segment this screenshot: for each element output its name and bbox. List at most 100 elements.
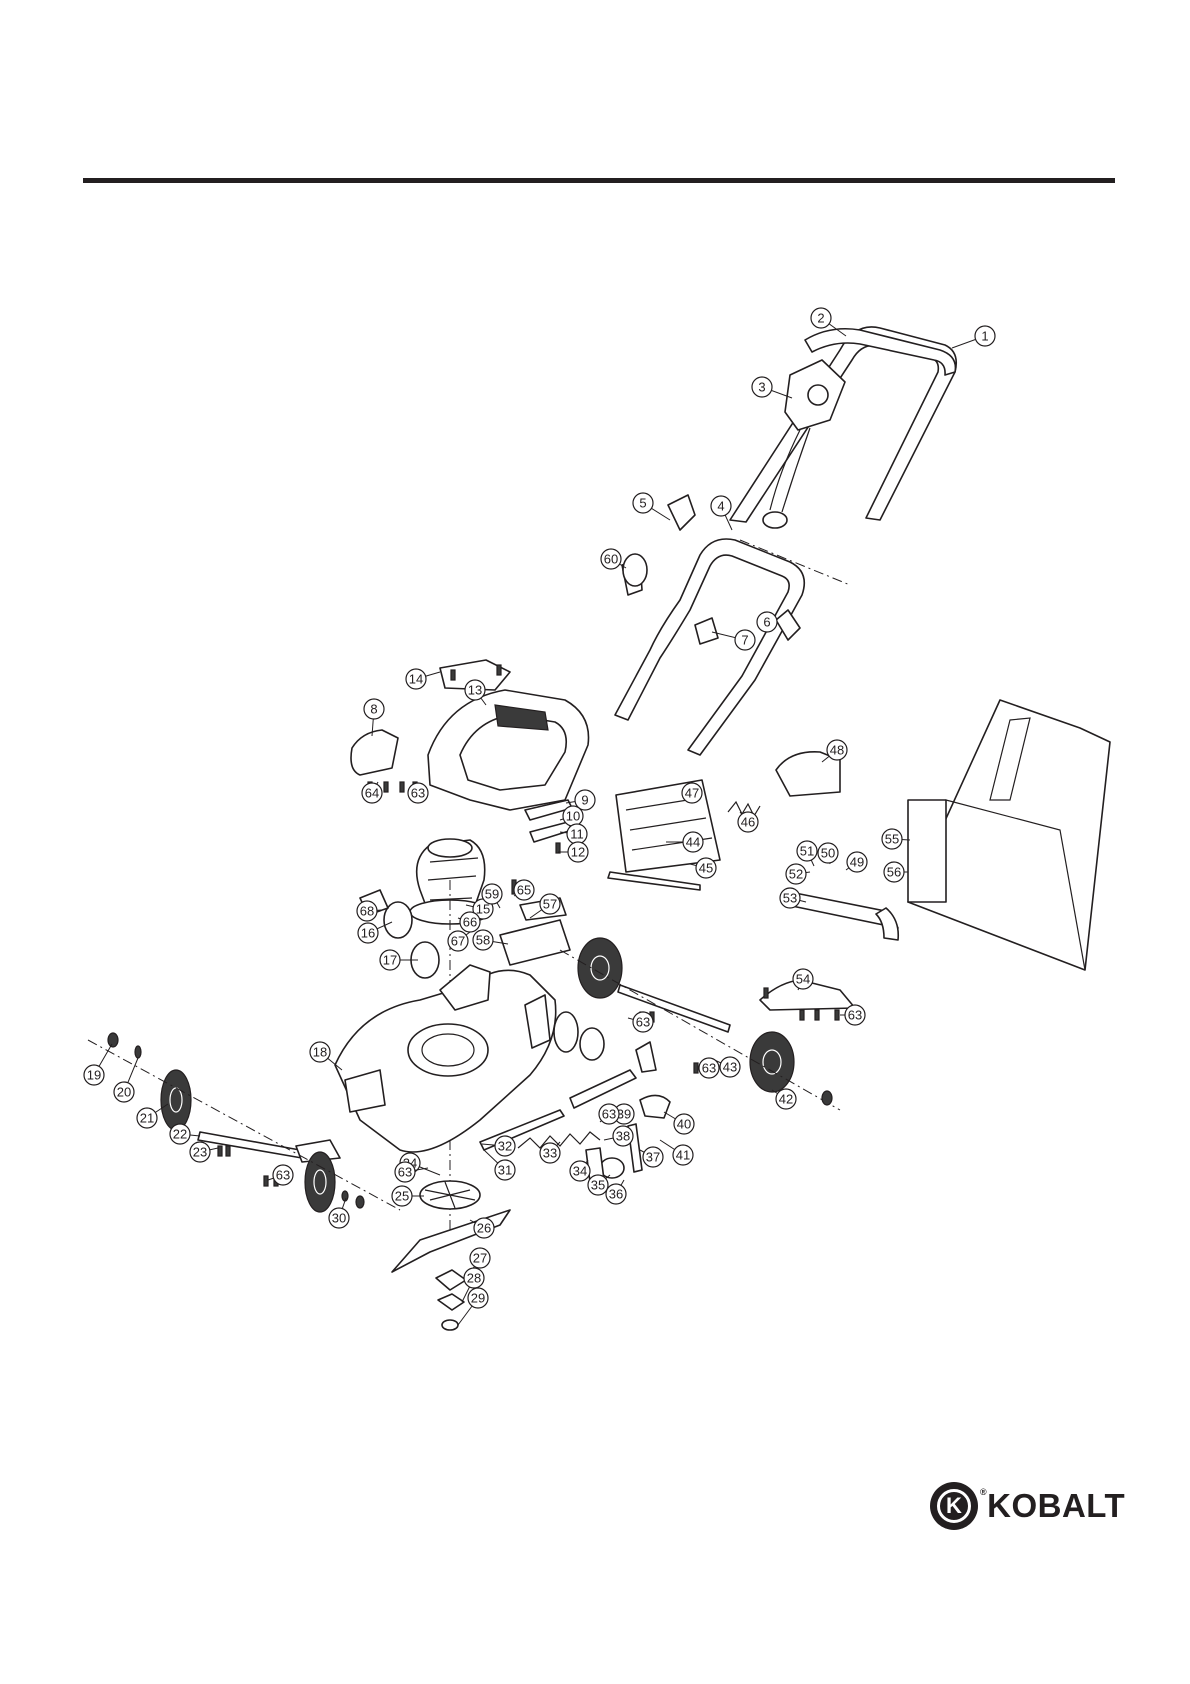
callout-14: 14: [406, 669, 440, 689]
callout-number: 18: [313, 1045, 327, 1060]
callout-number: 17: [383, 953, 397, 968]
callout-number: 57: [543, 897, 557, 912]
callout-number: 22: [173, 1127, 187, 1142]
callout-48: 48: [822, 740, 847, 762]
callout-number: 33: [543, 1146, 557, 1161]
callout-number: 19: [87, 1068, 101, 1083]
callout-56: 56: [884, 862, 908, 882]
callout-4: 4: [711, 496, 732, 530]
callout-55: 55: [882, 829, 910, 849]
motor-cover: [428, 660, 589, 810]
callout-number: 54: [796, 972, 810, 987]
callout-number: 21: [140, 1111, 154, 1126]
callout-number: 25: [395, 1189, 409, 1204]
callout-number: 20: [117, 1085, 131, 1100]
brand-wordmark: ®KOBALT: [980, 1487, 1125, 1525]
callout-6: 6: [757, 612, 777, 632]
callout-number: 37: [646, 1150, 660, 1165]
callout-number: 48: [830, 743, 844, 758]
callout-number: 36: [609, 1187, 623, 1202]
callout-number: 60: [604, 552, 618, 567]
callout-number: 11: [570, 827, 584, 842]
callout-number: 8: [370, 702, 377, 717]
callout-number: 51: [800, 844, 814, 859]
callout-number: 58: [476, 933, 490, 948]
callout-63: 63: [268, 1165, 293, 1185]
callout-number: 4: [717, 499, 724, 514]
callout-number: 47: [685, 786, 699, 801]
callout-38: 38: [604, 1126, 633, 1146]
callout-number: 45: [699, 861, 713, 876]
flap-rod: [608, 872, 700, 890]
callout-number: 1: [981, 329, 988, 344]
callout-number: 59: [485, 887, 499, 902]
callout-19: 19: [84, 1044, 112, 1085]
callout-number: 10: [566, 809, 580, 824]
callout-47: 47: [682, 783, 702, 803]
callout-number: 63: [398, 1165, 412, 1180]
callout-number: 26: [477, 1221, 491, 1236]
callout-number: 63: [276, 1168, 290, 1183]
callout-number: 65: [517, 883, 531, 898]
callout-number: 2: [817, 311, 824, 326]
callout-number: 29: [471, 1291, 485, 1306]
callout-number: 9: [581, 793, 588, 808]
front-wheel-right: [305, 1152, 335, 1212]
callout-number: 63: [636, 1015, 650, 1030]
callout-number: 56: [887, 865, 901, 880]
callout-67: 67: [448, 931, 470, 951]
callout-number: 63: [411, 786, 425, 801]
callout-29: 29: [458, 1288, 488, 1325]
kobalt-logo: K ®KOBALT: [930, 1478, 1125, 1534]
callout-7: 7: [712, 630, 755, 650]
callout-25: 25: [392, 1186, 424, 1206]
callout-3: 3: [752, 377, 792, 398]
callout-number: 43: [723, 1060, 737, 1075]
callout-number: 16: [361, 926, 375, 941]
callout-number: 13: [468, 683, 482, 698]
callout-34: 34: [570, 1160, 590, 1181]
callout-number: 46: [741, 815, 755, 830]
switch-box: [763, 360, 845, 528]
callout-63: 63: [395, 1162, 428, 1182]
rear-wheel-upper: [578, 938, 622, 998]
callout-51: 51: [797, 841, 817, 866]
callout-number: 14: [409, 672, 423, 687]
callout-49: 49: [846, 852, 867, 872]
callout-number: 27: [473, 1251, 487, 1266]
upper-handle: [730, 327, 956, 522]
callout-5: 5: [633, 493, 670, 520]
callout-number: 7: [741, 633, 748, 648]
callout-33: 33: [540, 1142, 560, 1163]
callout-60: 60: [601, 549, 626, 569]
callout-63: 63: [699, 1058, 719, 1078]
callout-37: 37: [640, 1147, 663, 1167]
key-cover: [351, 730, 398, 775]
callout-number: 55: [885, 832, 899, 847]
kobalt-badge-icon: K: [930, 1482, 978, 1530]
callout-63: 63: [408, 782, 428, 803]
callout-number: 3: [758, 380, 765, 395]
callout-number: 5: [639, 496, 646, 511]
callout-number: 53: [783, 891, 797, 906]
height-spring: [518, 1132, 600, 1148]
mower-deck: [335, 965, 556, 1152]
callout-52: 52: [786, 864, 810, 884]
grass-bag: [908, 700, 1110, 970]
callout-1: 1: [952, 326, 995, 348]
callout-54: 54: [793, 969, 813, 990]
callout-number: 63: [602, 1107, 616, 1122]
callout-number: 28: [467, 1271, 481, 1286]
callout-number: 12: [571, 845, 585, 860]
callout-number: 32: [498, 1139, 512, 1154]
callout-number: 42: [779, 1092, 793, 1107]
callout-12: 12: [558, 842, 588, 862]
callout-42: 42: [772, 1089, 796, 1109]
callout-63: 63: [628, 1012, 653, 1032]
front-wheel-left: [161, 1070, 191, 1130]
callout-23: 23: [190, 1142, 218, 1162]
bag-frame: [790, 892, 898, 940]
callout-number: 6: [763, 615, 770, 630]
callout-46: 46: [738, 812, 758, 832]
